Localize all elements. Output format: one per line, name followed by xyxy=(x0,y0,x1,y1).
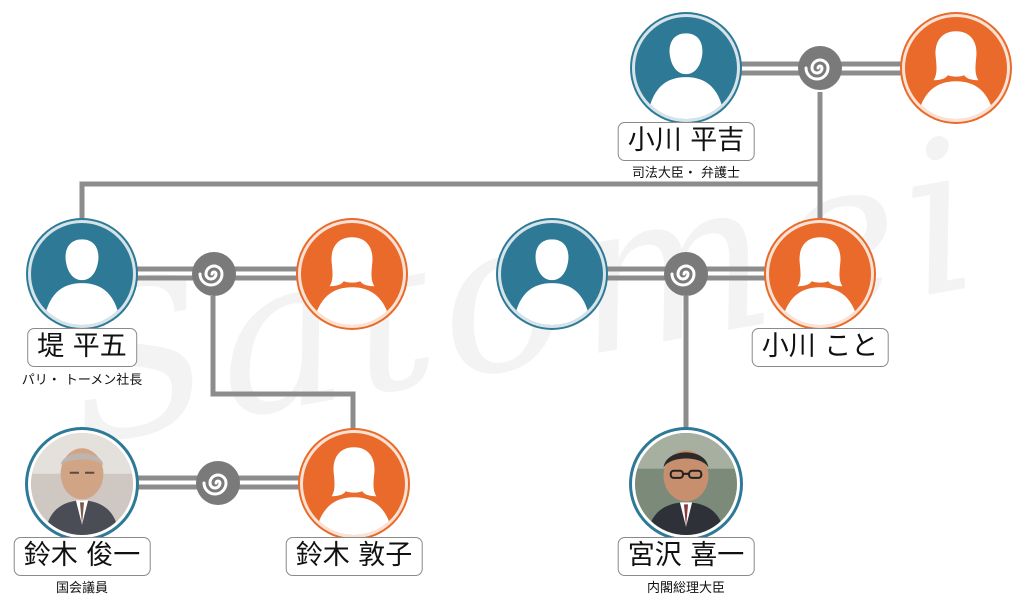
person-ogawa-heikichi-avatar[interactable] xyxy=(632,14,740,122)
person-silhouette-icon xyxy=(43,239,121,325)
descent-line-to-atsuko xyxy=(210,296,356,430)
person-silhouette-icon xyxy=(781,237,859,325)
person-suzuki-atsuko-avatar[interactable] xyxy=(300,430,408,538)
name-label-tsutsumi-heigo: 堤 平五 xyxy=(27,328,137,367)
role-label-ogawa-heikichi: 司法大臣・ 弁護士 xyxy=(631,166,741,181)
person-miyazawa-kiichi-photo[interactable] xyxy=(632,430,740,538)
role-label-suzuki-shunichi: 国会議員 xyxy=(55,581,109,596)
person-silhouette-icon xyxy=(513,239,591,325)
portrait-photo-icon xyxy=(635,433,737,535)
person-silhouette-icon xyxy=(917,31,995,119)
role-label-miyazawa-kiichi: 内閣総理大臣 xyxy=(646,581,726,596)
person-ogawa-koto-husband-avatar[interactable] xyxy=(498,220,606,328)
marriage-ring-icon xyxy=(664,252,708,296)
name-label-miyazawa-kiichi: 宮沢 喜一 xyxy=(617,537,755,576)
name-label-ogawa-heikichi: 小川 平吉 xyxy=(617,122,755,161)
marriage-ring-icon xyxy=(798,46,842,90)
person-silhouette-icon xyxy=(313,237,391,325)
person-tsutsumi-heigo-wife-avatar[interactable] xyxy=(298,220,406,328)
marriage-ring-icon xyxy=(192,252,236,296)
role-label-tsutsumi-heigo: パリ・ トーメン社長 xyxy=(21,373,143,388)
person-silhouette-icon xyxy=(315,447,393,535)
person-ogawa-koto-avatar[interactable] xyxy=(766,220,874,328)
person-silhouette-icon xyxy=(647,33,725,119)
name-label-suzuki-atsuko: 鈴木 敦子 xyxy=(285,537,423,576)
name-label-suzuki-shunichi: 鈴木 俊一 xyxy=(13,537,151,576)
name-label-ogawa-koto: 小川 こと xyxy=(751,328,889,367)
marriage-ring-icon xyxy=(196,461,240,505)
person-tsutsumi-heigo-avatar[interactable] xyxy=(28,220,136,328)
portrait-photo-icon xyxy=(31,433,133,535)
person-suzuki-shunichi-photo[interactable] xyxy=(28,430,136,538)
descent-line-ogawa-children xyxy=(79,92,823,222)
person-ogawa-heikichi-wife-avatar[interactable] xyxy=(902,14,1010,122)
